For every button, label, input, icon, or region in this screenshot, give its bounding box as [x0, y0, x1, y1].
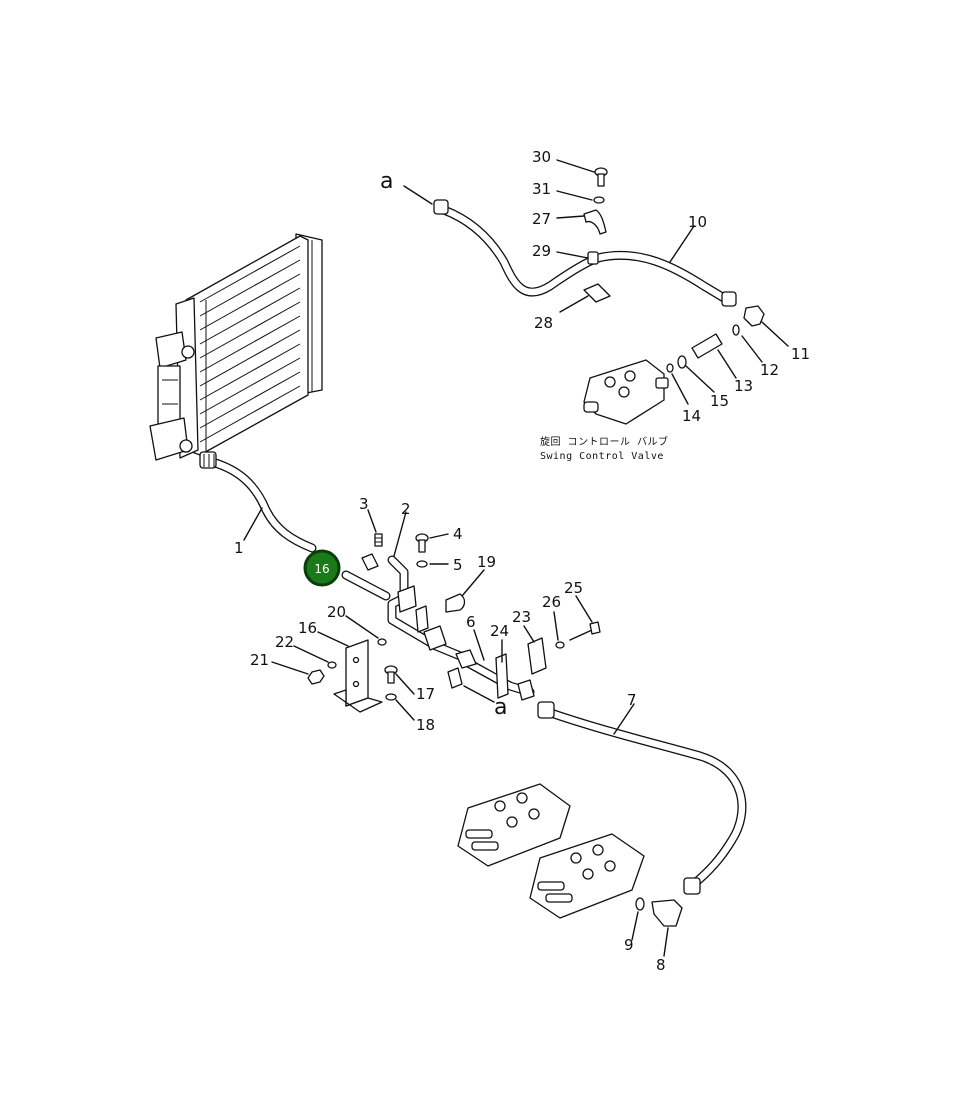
- marker-circle: [303, 549, 341, 587]
- callout-13: 13: [734, 377, 753, 395]
- part-21-nut: [307, 669, 325, 685]
- oil-cooler: [149, 233, 323, 461]
- callout-16: 16: [298, 619, 317, 637]
- part-4-bolt: [415, 533, 429, 553]
- callout-24: 24: [490, 622, 509, 640]
- callout-1: 1: [234, 539, 244, 557]
- part-16-bracket: [333, 639, 383, 713]
- caption-japanese: 旋回 コントロール バルブ: [540, 435, 669, 448]
- part-8-elbow: [651, 899, 683, 927]
- callout-17: 17: [416, 685, 435, 703]
- part-14-ring: [666, 363, 674, 373]
- part-3-bolt: [374, 533, 383, 547]
- connector-label-lower: a: [494, 695, 507, 720]
- pipe-assembly: [341, 553, 535, 701]
- callout-25: 25: [564, 579, 583, 597]
- callout-12: 12: [760, 361, 779, 379]
- part-25-bolt: [569, 621, 601, 641]
- connector-arrow-upper: [403, 185, 433, 205]
- part-13-fitting: [691, 333, 723, 359]
- hose-10: [433, 199, 737, 307]
- callout-18: 18: [416, 716, 435, 734]
- callout-6: 6: [466, 613, 476, 631]
- callout-19: 19: [477, 553, 496, 571]
- callout-4: 4: [453, 525, 463, 543]
- callout-27: 27: [532, 210, 551, 228]
- part-26-washer: [555, 641, 565, 649]
- part-19-clip: [445, 593, 466, 613]
- callout-5: 5: [453, 556, 463, 574]
- connector-label-upper: a: [380, 169, 393, 194]
- part-17-bolt: [384, 665, 398, 684]
- callout-21: 21: [250, 651, 269, 669]
- part-27-clamp: [583, 209, 607, 235]
- part-20-ring: [377, 638, 387, 646]
- callout-labels: 1 2 3 4 5 6 7 8 9 10 11 12 13 14 15 16 1…: [234, 148, 810, 974]
- control-valve-bank: [457, 783, 645, 919]
- marker-label: 16: [314, 562, 329, 576]
- callout-22: 22: [275, 633, 294, 651]
- callout-29: 29: [532, 242, 551, 260]
- callout-3: 3: [359, 495, 369, 513]
- callout-7: 7: [627, 691, 637, 709]
- callout-26: 26: [542, 593, 561, 611]
- callout-15: 15: [710, 392, 729, 410]
- callout-10: 10: [688, 213, 707, 231]
- hose-7: [537, 701, 747, 895]
- connector-arrow-lower: [463, 685, 495, 703]
- part-9-ring: [635, 897, 645, 911]
- callout-28: 28: [534, 314, 553, 332]
- callout-31: 31: [532, 180, 551, 198]
- swing-control-valve: [583, 359, 669, 425]
- part-5-washer: [416, 560, 428, 568]
- part-23-clamp: [527, 637, 547, 675]
- callout-9: 9: [624, 936, 634, 954]
- part-28-plate: [583, 283, 611, 303]
- leader-lines: [243, 159, 789, 957]
- part-12-ring: [732, 324, 740, 336]
- caption-english: Swing Control Valve: [540, 451, 664, 462]
- callout-8: 8: [656, 956, 666, 974]
- callout-20: 20: [327, 603, 346, 621]
- callout-14: 14: [682, 407, 701, 425]
- callout-30: 30: [532, 148, 551, 166]
- highlight-marker-16[interactable]: 16: [303, 549, 341, 587]
- callout-2: 2: [401, 500, 411, 518]
- part-30-bolt: [594, 167, 608, 187]
- part-18-washer: [385, 693, 397, 701]
- callout-23: 23: [512, 608, 531, 626]
- part-15-ring: [677, 355, 687, 369]
- part-11-elbow: [743, 305, 765, 327]
- part-22-washer: [327, 661, 337, 669]
- part-31-washer: [593, 196, 605, 204]
- hose-1: [199, 451, 317, 553]
- callout-11: 11: [791, 345, 810, 363]
